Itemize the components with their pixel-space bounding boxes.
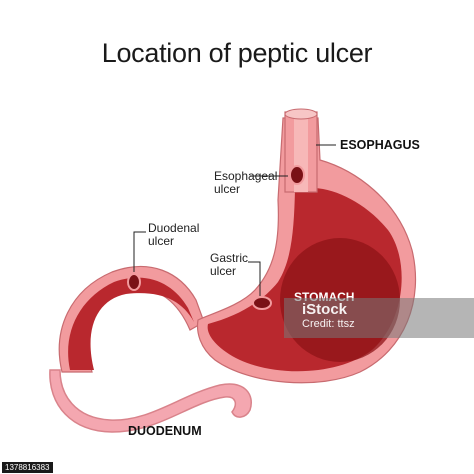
duodenal-ulcer-pointer — [133, 231, 146, 272]
esophageal-ulcer-mark — [289, 165, 305, 185]
diagram-title: Location of peptic ulcer — [101, 38, 373, 68]
stock-id-badge: 1378816383 — [2, 462, 53, 473]
gastric-ulcer-pointer — [248, 261, 261, 296]
gastric-ulcer-label-line1: Gastric — [210, 251, 249, 265]
watermark-credit: Credit: ttsz — [302, 318, 355, 330]
watermark-bar — [284, 298, 474, 338]
duodenum-tail — [49, 369, 252, 433]
duodenum-tube-mucosa — [68, 277, 194, 370]
esophageal-ulcer-label: Esophageal ulcer — [214, 170, 277, 196]
duodenal-ulcer-label-line1: Duodenal — [148, 221, 200, 235]
duodenal-ulcer-label-line2: ulcer — [148, 234, 175, 248]
watermark-brand: iStock — [302, 301, 348, 318]
duodenum-label: DUODENUM — [128, 424, 202, 438]
esophagus-opening — [284, 108, 318, 120]
esophageal-ulcer-label-line2: ulcer — [214, 182, 241, 196]
esophageal-ulcer-label-line1: Esophageal — [214, 169, 278, 183]
duodenal-ulcer-label: Duodenal ulcer — [148, 222, 199, 248]
gastric-ulcer-label-line2: ulcer — [210, 264, 237, 278]
duodenal-ulcer-mark — [127, 273, 141, 291]
gastric-ulcer-mark — [252, 296, 272, 310]
gastric-ulcer-label: Gastric ulcer — [210, 252, 248, 278]
esophagus-label: ESOPHAGUS — [340, 138, 420, 152]
watermark: iStock Credit: ttsz — [302, 302, 355, 332]
